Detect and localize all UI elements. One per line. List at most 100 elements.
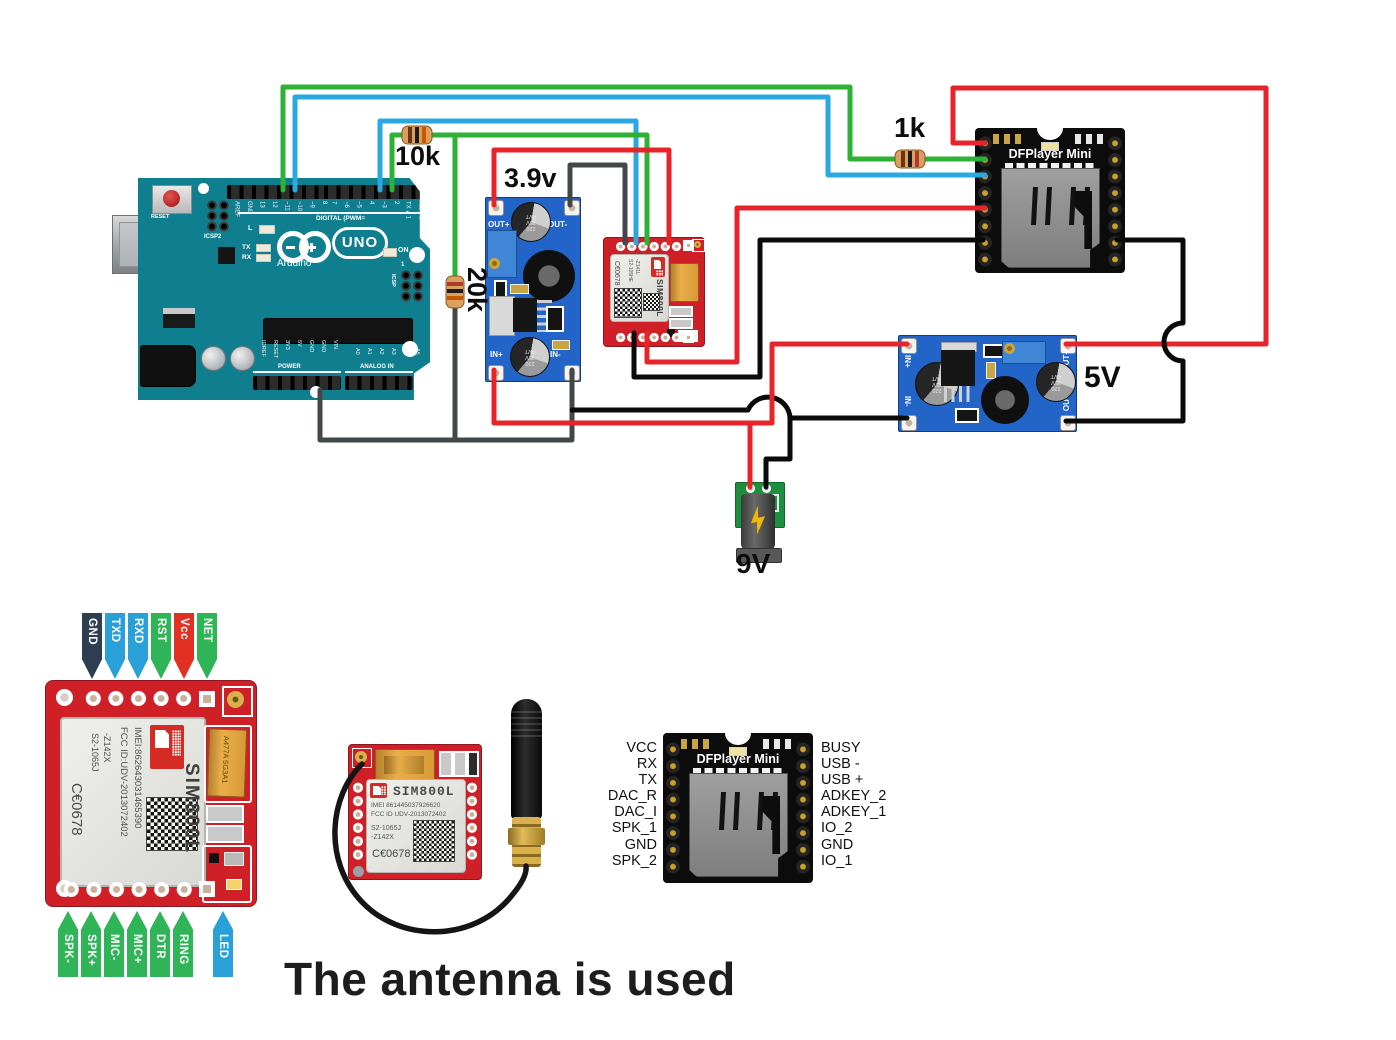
sim-name: SIM800L — [393, 784, 455, 799]
led-icon — [226, 879, 242, 890]
on-led-icon — [383, 248, 397, 257]
analog-header — [345, 376, 413, 390]
plus-pin — [746, 484, 755, 493]
left-pin-column — [352, 781, 364, 863]
out-plus-label: OUT+ — [488, 220, 510, 229]
ce-mark: C€0678 — [372, 848, 411, 860]
bottom-pad — [199, 881, 215, 897]
in-minus-label: IN- — [550, 350, 561, 359]
electrolytic-cap: 220 35V RVT — [1036, 362, 1076, 402]
qr-code-icon — [413, 820, 455, 862]
power-pin-label: VIN — [332, 340, 338, 350]
label-20k: 20k — [462, 267, 492, 313]
bottom-pin-row — [60, 881, 196, 898]
board-notch-icon — [725, 721, 751, 745]
buck-converter-5v: IN+ IN- OUT+ OUT- 220 35V RVT 220 35V RV… — [898, 335, 1077, 432]
analog-pin-label: A3 — [390, 348, 396, 355]
capacitor-icon — [201, 346, 226, 371]
pin-label: USB - — [821, 756, 860, 773]
fcc-id: FCC ID:UDV-2013072402 — [118, 727, 129, 837]
digital-header-left — [227, 185, 327, 199]
simcom-logo — [370, 783, 387, 798]
analog-pin-label: A1 — [366, 348, 372, 355]
smd-resistor — [552, 340, 570, 350]
smd-part — [467, 751, 479, 777]
digital-caption: DIGITAL (PWM= — [316, 215, 366, 222]
pin-label: BUSY — [821, 740, 861, 756]
smd-row-icon — [763, 739, 795, 749]
reset-cap-icon — [163, 190, 180, 207]
label-3v9: 3.9v — [504, 163, 557, 193]
model1: S2-1065J — [90, 733, 100, 772]
smd-diode — [955, 408, 979, 423]
smd-part — [206, 805, 244, 823]
in-minus-label: IN- — [903, 396, 912, 407]
out-minus-pad — [564, 200, 580, 216]
net-pad — [199, 691, 215, 707]
out-minus-pad — [1060, 415, 1076, 431]
cap-text: A477A 5G3A1 — [220, 735, 231, 784]
sim-model1: S2-105HE — [627, 259, 633, 283]
label-1k: 1k — [894, 112, 926, 143]
sd-card-slot — [689, 773, 788, 877]
smd-cap — [546, 306, 564, 332]
power-silk-line — [253, 371, 341, 373]
reset-label: RESET — [151, 214, 170, 220]
power-header — [253, 376, 341, 390]
pin-flag: SPK- — [58, 911, 78, 977]
analog-pin-label: A4 — [402, 348, 408, 355]
mounting-hole — [56, 689, 73, 706]
pin-flag: SPK+ — [81, 911, 101, 977]
in-plus-pad — [901, 338, 917, 354]
analog-pin-label: A0 — [354, 348, 360, 355]
qr-code-icon — [146, 797, 198, 851]
dfplayer-title: DFPlayer Mini — [1008, 147, 1092, 161]
left-pin-column — [665, 741, 681, 875]
sim-ce-mark: C€0678 — [613, 261, 620, 286]
antenna-connector-icon — [692, 239, 705, 252]
uno-logo: UNO — [332, 227, 388, 259]
qr-code-icon — [643, 293, 660, 311]
top-pin-row — [82, 690, 195, 707]
mounting-hole — [310, 386, 322, 398]
pin-flag: RST — [151, 613, 171, 679]
digital-pin-label: 4 — [368, 201, 374, 205]
pin-flag: RXD — [128, 613, 148, 679]
capacitor-icon — [230, 346, 255, 371]
pin-flag: GND — [82, 613, 102, 679]
wire-green-pin11-dfplayer-rx — [280, 84, 988, 193]
fcc-id: FCC ID UDV-2013072402 — [371, 811, 447, 818]
smd-part — [669, 318, 693, 329]
on-label: ON — [398, 247, 409, 254]
status-led-icon — [729, 747, 747, 756]
digital-pin-label: 13 — [258, 201, 265, 208]
right-pin-column — [795, 741, 811, 875]
led-l-label: L — [248, 225, 253, 232]
antenna — [511, 699, 542, 819]
led-rx-label: RX — [242, 254, 252, 261]
antenna-connector-icon — [352, 748, 372, 768]
digital-pin-label: ~3 — [380, 201, 387, 208]
label-10k: 10k — [395, 141, 441, 171]
pin-label: DAC_I — [614, 804, 657, 821]
wire-black-gnd-to-buck5 — [569, 394, 910, 421]
in-minus-pad — [901, 415, 917, 431]
cap-outline — [204, 725, 252, 803]
pin-flag: MIC+ — [127, 911, 147, 977]
smd-part — [669, 306, 693, 317]
power-pin-label: RESET — [272, 340, 278, 359]
dfplayer-mini-circuit: DFPlayer Mini — [975, 116, 1125, 273]
minus-pin — [762, 484, 771, 493]
pin-label: IO_2 — [821, 820, 853, 837]
right-pin-column — [1107, 135, 1123, 268]
tantalum-cap — [670, 263, 699, 302]
sd-solder-pads — [693, 768, 785, 773]
out-plus-pad — [488, 200, 504, 216]
smd-part — [439, 751, 453, 777]
smd-chip — [218, 247, 235, 264]
smd-resistor — [986, 362, 996, 379]
pin-flag: LED — [213, 911, 233, 977]
buck-converter-3v9: OUT+ OUT- IN+ IN- 220 35V RVT 220 35V RV… — [485, 197, 581, 382]
icsp-label: ICSP — [390, 274, 396, 287]
